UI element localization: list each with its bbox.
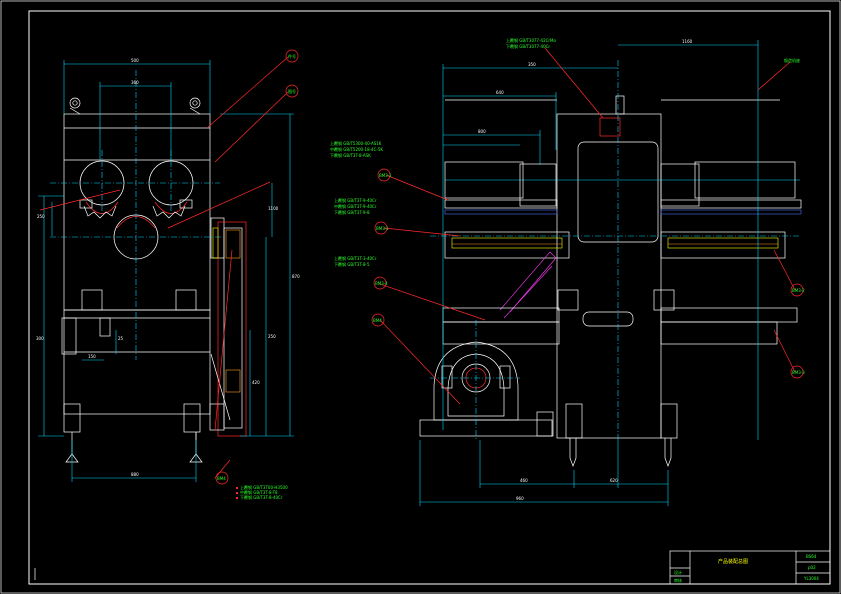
balloon-r6: BM3-3 [790, 365, 805, 379]
dim-360: 360 [131, 80, 139, 85]
dim-r-800: 800 [478, 129, 486, 134]
balloon-r2: BM3-1 [374, 221, 389, 235]
dim-r-960: 960 [516, 496, 524, 501]
front-view [379, 40, 802, 506]
svg-text:上覆钢 GB/T5300-40-AS16: 上覆钢 GB/T5300-40-AS16 [330, 140, 382, 146]
dim-r-350: 350 [528, 62, 536, 67]
dim-r-640: 640 [496, 90, 504, 95]
part-note-left-2: 上覆钢 GB/T3T-9-40Cr 中覆钢 GB/T3T-9-40Cr 下覆钢 … [334, 197, 377, 215]
balloon-r5: BM3-2 [790, 283, 805, 297]
svg-text:BM3-1: BM3-1 [376, 226, 389, 231]
svg-text:下覆钢 GB/T3T-9-8: 下覆钢 GB/T3T-9-8 [334, 209, 370, 215]
svg-text:件号: 件号 [288, 53, 296, 59]
svg-text:BM3-4: BM3-4 [375, 281, 388, 286]
drawing-title: 产品装配总图 [718, 558, 748, 565]
dim-150: 150 [88, 354, 96, 359]
ref-note: 锻造机座 [784, 57, 800, 63]
part-note-top: 上覆钢 GB/T3077-42CrMo 下覆钢 GB/T3077-40Cr [506, 37, 557, 49]
dim-250b: 250 [268, 334, 276, 339]
svg-text:上覆钢 GB/T3077-42CrMo: 上覆钢 GB/T3077-42CrMo [506, 37, 557, 43]
dim-870: 870 [292, 274, 300, 279]
title-block [669, 550, 831, 585]
svg-text:图号: 图号 [288, 88, 296, 94]
svg-text:下覆钢 GB/T3T-8-40Cr: 下覆钢 GB/T3T-8-40Cr [240, 494, 283, 500]
svg-text:BM3-3: BM3-3 [792, 370, 805, 375]
dim-880: 880 [131, 472, 139, 477]
balloon-r1: BM3-1 [377, 168, 392, 182]
part-note-left-1: 上覆钢 GB/T5300-40-AS16 中覆钢 GB/T5200-18-4C-… [330, 140, 383, 158]
svg-text:中覆钢 GB/T3T-9-40Cr: 中覆钢 GB/T3T-9-40Cr [334, 203, 377, 209]
svg-text:上覆钢 GB/T3T-9-40Cr: 上覆钢 GB/T3T-9-40Cr [334, 197, 377, 203]
dim-r-1160: 1160 [682, 39, 693, 44]
tb-code-1: BS64 [806, 554, 817, 559]
dim-1100: 1100 [268, 206, 279, 211]
svg-text:BM4: BM4 [373, 318, 382, 323]
svg-text:BM3-2: BM3-2 [792, 288, 805, 293]
dim-r-620: 620 [610, 478, 618, 483]
part-note-left-3: 上覆钢 GB/T3T-3-40Cr 下覆钢 GB/T3T-8-5 [334, 255, 377, 267]
inner-border [28, 10, 831, 585]
svg-text:BM4: BM4 [217, 476, 226, 481]
svg-text:下覆钢 GB/T3T-8-ASK: 下覆钢 GB/T3T-8-ASK [330, 152, 371, 158]
svg-text:上覆钢 GB/T3T00-H3500: 上覆钢 GB/T3T00-H3500 [240, 484, 288, 490]
dim-r-460: 460 [520, 478, 528, 483]
tb-designer: 设计 [674, 569, 682, 575]
dim-250: 250 [37, 214, 45, 219]
balloon-3: BM4 [215, 471, 229, 485]
balloon-2: 图号 [285, 84, 299, 98]
balloon-r3: BM3-4 [373, 276, 388, 290]
svg-text:上覆钢 GB/T3T-3-40Cr: 上覆钢 GB/T3T-3-40Cr [334, 255, 377, 261]
part-note-bottom: 上覆钢 GB/T3T00-H3500 中覆钢 GB/T3T-8-T8 下覆钢 G… [236, 484, 288, 500]
tb-code-2: p02 [808, 565, 816, 570]
svg-text:中覆钢 GB/T3T-8-T8: 中覆钢 GB/T3T-8-T8 [240, 489, 278, 495]
tb-checker: 审核 [674, 577, 682, 583]
balloon-1: 件号 [285, 49, 299, 63]
svg-text:BM3-1: BM3-1 [379, 173, 392, 178]
dim-25: 25 [118, 336, 124, 341]
balloon-r4: BM4 [371, 313, 385, 327]
dim-500: 500 [131, 58, 139, 63]
svg-text:下覆钢 GB/T3T-8-5: 下覆钢 GB/T3T-8-5 [334, 261, 370, 267]
left-side-view [38, 56, 294, 482]
svg-text:下覆钢 GB/T3077-40Cr: 下覆钢 GB/T3077-40Cr [506, 43, 550, 49]
dim-420: 420 [252, 380, 260, 385]
tb-code-3: YL3004 [803, 576, 819, 581]
dim-300: 300 [36, 336, 44, 341]
svg-text:中覆钢 GB/T5200-18-4C-5K: 中覆钢 GB/T5200-18-4C-5K [330, 146, 383, 152]
